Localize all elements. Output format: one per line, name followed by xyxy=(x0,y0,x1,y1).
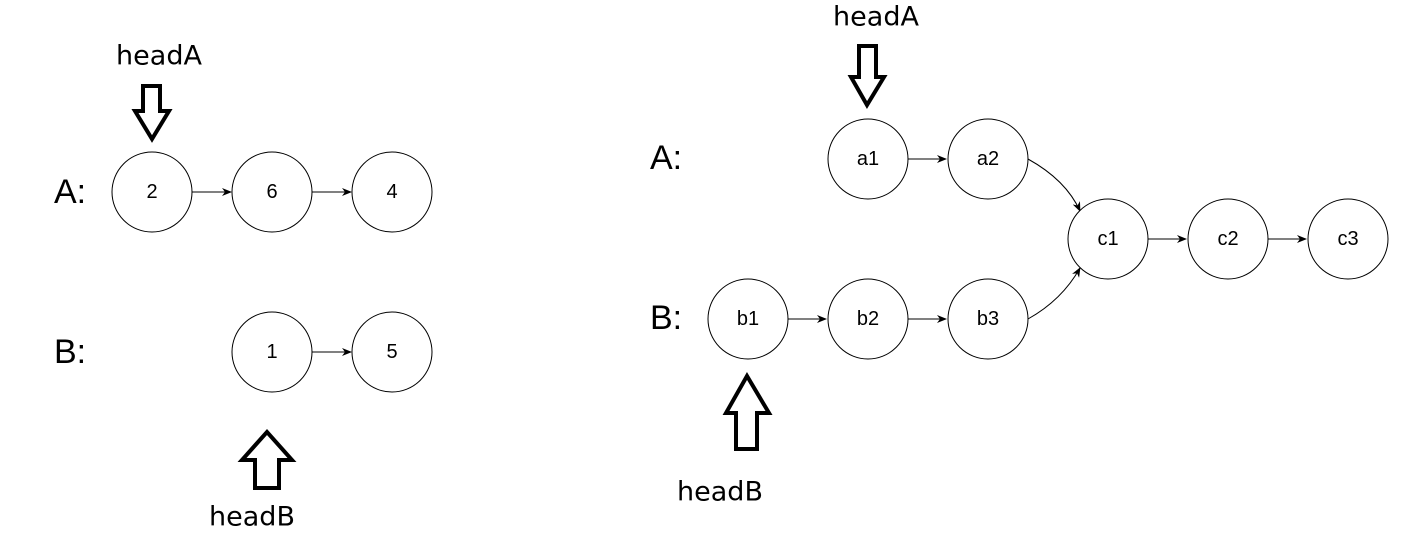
node-value: c1 xyxy=(1097,228,1118,250)
list-label-b: B: xyxy=(54,333,86,371)
list-label-a: A: xyxy=(54,173,86,211)
node-value: 1 xyxy=(266,341,277,363)
node-value: a1 xyxy=(857,148,879,170)
node-value: 6 xyxy=(266,181,277,203)
right-diagram: A: B: headA a1 a2 b1 b2 xyxy=(650,2,1389,508)
list-node: b3 xyxy=(947,278,1029,360)
node-circle xyxy=(351,311,433,393)
list-node-shared: c2 xyxy=(1187,198,1269,280)
list-node-shared: c3 xyxy=(1307,198,1389,280)
list-node: 2 xyxy=(111,151,193,233)
list-node: a1 xyxy=(827,118,909,200)
node-circle xyxy=(231,151,313,233)
list-node-shared: c1 xyxy=(1067,198,1149,280)
list-node: 4 xyxy=(351,151,433,233)
node-circle xyxy=(947,118,1029,200)
list-node: 5 xyxy=(351,311,433,393)
list-node: 6 xyxy=(231,151,313,233)
head-a-label: headA xyxy=(116,41,202,72)
node-value: c2 xyxy=(1217,228,1238,250)
node-circle xyxy=(827,278,909,360)
node-circle xyxy=(947,278,1029,360)
list-node: b2 xyxy=(827,278,909,360)
list-node: a2 xyxy=(947,118,1029,200)
list-label-a: A: xyxy=(650,139,682,177)
head-a-pointer-arrow xyxy=(847,44,888,109)
node-value: a2 xyxy=(977,148,999,170)
node-value: b3 xyxy=(977,308,999,330)
head-b-pointer-arrow xyxy=(722,372,773,451)
node-value: c3 xyxy=(1337,228,1358,250)
list-node: 1 xyxy=(231,311,313,393)
node-value: 2 xyxy=(146,181,157,203)
node-circle xyxy=(1187,198,1269,280)
list-node: b1 xyxy=(707,278,789,360)
head-b-label: headB xyxy=(209,502,295,533)
node-circle xyxy=(111,151,193,233)
node-value: 4 xyxy=(386,181,397,203)
node-circle xyxy=(351,151,433,233)
node-circle xyxy=(827,118,909,200)
head-b-label: headB xyxy=(677,477,763,508)
head-a-pointer-arrow xyxy=(131,84,173,143)
list-label-b: B: xyxy=(650,299,682,337)
node-circle xyxy=(707,278,789,360)
head-b-pointer-arrow xyxy=(237,428,297,490)
node-circle xyxy=(1307,198,1389,280)
head-a-label: headA xyxy=(833,2,919,33)
node-circle xyxy=(231,311,313,393)
edge-a2-to-c1 xyxy=(1027,158,1081,212)
node-value: b1 xyxy=(737,308,759,330)
edge-b3-to-c1 xyxy=(1027,267,1081,320)
left-diagram: A: B: headA 2 6 4 1 5 xyxy=(54,41,433,533)
node-value: 5 xyxy=(386,341,397,363)
node-value: b2 xyxy=(857,308,879,330)
node-circle xyxy=(1067,198,1149,280)
